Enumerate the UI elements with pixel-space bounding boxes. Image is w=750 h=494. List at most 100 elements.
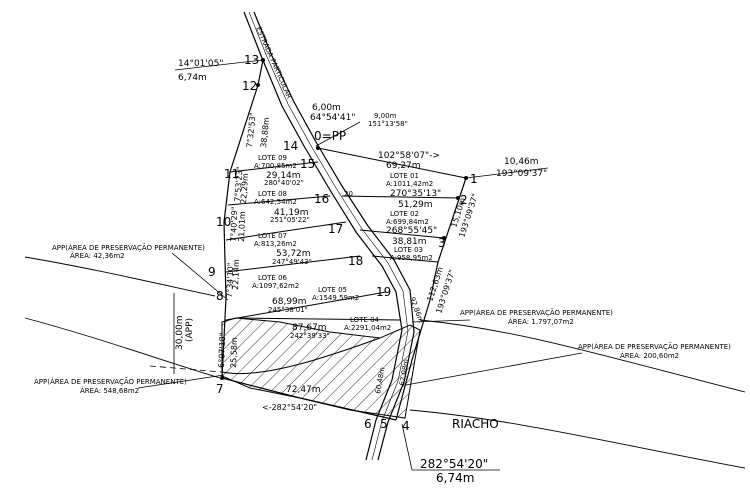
marker-pp — [316, 146, 320, 150]
point-label-7: 7 — [216, 382, 224, 396]
dim-l11-dist: 29,14m — [266, 171, 301, 181]
dim-p4-dist: 6,74m — [436, 471, 474, 485]
lot-boundary-south — [221, 377, 397, 421]
point-label-11: 11 — [224, 167, 239, 181]
dim-v8-7a: 25,58m — [229, 337, 239, 368]
road-label: ESTRADA PARTICULAR — [254, 26, 293, 100]
riverbank-lower-right — [409, 409, 746, 469]
leader-app-200 — [405, 352, 583, 386]
divider-8-19 — [225, 291, 387, 321]
leader-p1 — [465, 167, 549, 179]
marker-p1 — [464, 176, 468, 180]
dim-bottom-angle: <-282°54'20" — [262, 403, 317, 412]
divider-10-16 — [227, 195, 331, 206]
divider-8-18 — [225, 255, 361, 273]
point-label-20: 20 — [344, 190, 353, 198]
leader-app-42 — [171, 252, 229, 301]
app-note-548-title: APP(ÁREA DE PRESERVAÇÃO PERMANENTE) — [34, 377, 187, 386]
dim-bottom-dist: 72,47m — [286, 385, 321, 395]
marker-p7 — [220, 376, 224, 380]
leader-pp — [315, 121, 361, 147]
marker-p3 — [442, 236, 446, 240]
leader-13 — [174, 59, 264, 71]
dim-l8-dist: 68,99m — [272, 297, 307, 307]
lot-06-area: A:1097,62m2 — [252, 282, 299, 290]
dim-v11-10a: 22,29m — [239, 173, 250, 204]
divider-l03 — [371, 255, 439, 263]
point-label-1: 1 — [470, 172, 478, 186]
point-label-2: 2 — [460, 193, 468, 207]
dim-l7-angle: 242°39'33" — [290, 332, 330, 340]
dim-v11-10b: 7°53'23" — [233, 166, 244, 202]
dim-pp-dist: 6,00m — [312, 103, 341, 113]
lot-05-area: A:1549,59m2 — [312, 294, 359, 302]
lot-02-name: LOTE 02 — [390, 210, 419, 218]
divider-20-2 — [341, 195, 459, 199]
road-edge-left — [243, 11, 403, 461]
point-label-17: 17 — [328, 222, 343, 236]
dim-l3-dist: 38,81m — [392, 237, 427, 247]
app-inner-boundary — [221, 337, 381, 375]
lot-03-area: A:958,95m2 — [390, 254, 433, 262]
dim-v10-9a: 21,01m — [237, 211, 247, 242]
dim-l20-2-angle: 270°35'13" — [390, 189, 441, 199]
lot-06-name: LOTE 06 — [258, 274, 288, 282]
dim-pp-angle: 64°54'41" — [310, 113, 355, 123]
app-dashed-line — [149, 365, 223, 373]
divider-pp-1 — [317, 147, 467, 179]
lot-boundary-west — [221, 59, 264, 379]
dim-v13-12: 7°32'53" — [245, 112, 258, 148]
marker-p12 — [256, 83, 260, 87]
point-label-6: 6 — [364, 417, 372, 431]
lot-03-name: LOTE 03 — [394, 246, 423, 254]
dim-l10-dist: 41,19m — [274, 208, 309, 218]
dim-pp-angle2: 151°13'58" — [368, 120, 408, 128]
app-note-548-area: ÁREA: 548,68m2 — [80, 386, 139, 395]
app-note-1797-area: ÁREA: 1.797,07m2 — [508, 317, 574, 326]
dim-app-width-a: 30,00m — [175, 315, 185, 350]
point-label-15: 15 — [300, 157, 315, 171]
dim-l10-angle: 251°05'22" — [270, 216, 310, 224]
point-label-10: 10 — [216, 215, 231, 229]
lot-07-area: A:813,26m2 — [254, 240, 297, 248]
app-note-1797-title: APP(ÁREA DE PRESERVAÇÃO PERMANENTE) — [460, 308, 613, 317]
riverbank-lower-left — [24, 317, 221, 379]
road-center — [248, 11, 409, 461]
app-note-42-title: APP(ÁREA DE PRESERVAÇÃO PERMANENTE) — [52, 243, 205, 252]
dim-v9-8b: 7°34'10" — [225, 262, 235, 298]
point-label-8: 8 — [216, 289, 224, 303]
point-label-12: 12 — [242, 79, 257, 93]
dim-l9-dist: 53,72m — [276, 249, 311, 259]
lot-04-area: A:2291,04m2 — [344, 324, 391, 332]
leader-app-1797 — [411, 319, 471, 323]
app-area-main-hatch — [221, 317, 421, 419]
lot-01-name: LOTE 01 — [390, 172, 419, 180]
dim-pp-dist2: 9,00m — [374, 112, 397, 120]
marker-p13 — [261, 58, 265, 62]
dim-p1-side-angle: 193°09'37" — [496, 169, 547, 179]
dim-p4-angle: 282°54'20" — [420, 457, 488, 471]
dim-app-width-b: (APP) — [185, 318, 195, 342]
point-label-14: 14 — [283, 139, 298, 153]
app-note-200-title: APP(ÁREA DE PRESERVAÇÃO PERMANENTE) — [578, 342, 731, 351]
divider-11-15 — [229, 161, 319, 173]
lot-09-area: A:700,85m2 — [254, 162, 297, 170]
app-note-42-area: ÁREA: 42,36m2 — [70, 251, 125, 260]
riverbank-upper-right — [419, 319, 746, 393]
marker-p2 — [456, 196, 460, 200]
dim-v13-12b: 38,88m — [259, 117, 271, 149]
dim-l8-angle: 245°38'01" — [268, 306, 308, 314]
dim-p1-dist: 69,27m — [386, 161, 421, 171]
lot-09-name: LOTE 09 — [258, 154, 287, 162]
divider-l02-3 — [359, 229, 445, 239]
point-label-18: 18 — [348, 254, 363, 268]
dim-l3-angle: 268°55'45" — [386, 226, 437, 236]
lot-05-name: LOTE 05 — [318, 286, 347, 294]
dim-v9-8a: 22,14m — [231, 259, 241, 290]
dim-p1-angle: 102°58'07"-> — [378, 151, 440, 161]
lot-08-name: LOTE 08 — [258, 190, 287, 198]
river-label: RIACHO — [452, 417, 499, 431]
pp-label: 0=PP — [314, 129, 346, 143]
